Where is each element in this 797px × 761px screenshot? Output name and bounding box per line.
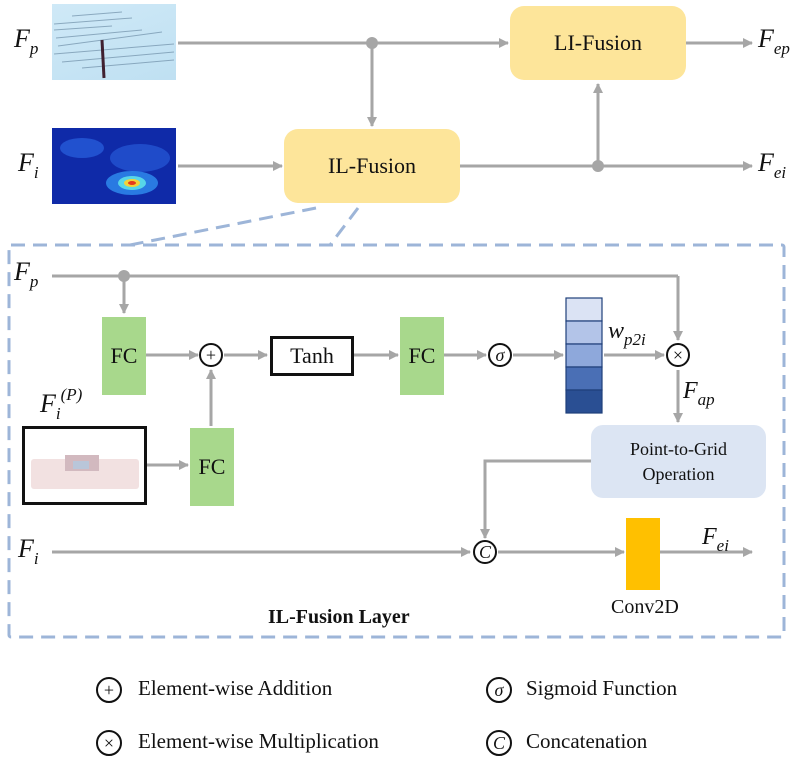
concatenation-operator: C (473, 540, 497, 564)
legend-addition-icon: + (96, 677, 122, 703)
top-fei-label: Fei (758, 148, 787, 182)
conv2d-box (626, 518, 660, 590)
legend-addition-text: Element-wise Addition (138, 676, 333, 700)
weight-vector (565, 297, 603, 414)
fc-box-fused: FC (400, 317, 444, 395)
legend-sigmoid-icon: σ (486, 677, 512, 703)
junction-dot (592, 160, 604, 172)
legend-multiplication-text: Element-wise Multiplication (138, 729, 379, 753)
point-to-grid-box: Point-to-Grid Operation (591, 425, 766, 498)
layer-fp-label: Fp (14, 257, 39, 291)
top-fi-label: Fi (18, 148, 39, 182)
conv2d-label: Conv2D (611, 596, 679, 618)
weight-label: wp2i (608, 318, 646, 349)
weight-cell (565, 297, 603, 322)
fc-box-point: FC (102, 317, 146, 395)
top-fp-label: Fp (14, 24, 39, 58)
p2g-line1: Point-to-Grid (630, 439, 727, 460)
zoom-line (129, 206, 317, 247)
tanh-box: Tanh (270, 336, 354, 376)
weight-cell (565, 366, 603, 391)
legend-multiplication-icon: × (96, 730, 122, 756)
sigmoid-operator: σ (488, 343, 512, 367)
legend-sigmoid-text: Sigmoid Function (526, 676, 678, 700)
addition-operator: + (199, 343, 223, 367)
li-fusion-box: LI-Fusion (510, 6, 686, 80)
fc-box-image: FC (190, 428, 234, 506)
layer-fei-label: Fei (702, 524, 729, 555)
junction-dot (366, 37, 378, 49)
il-fusion-box: IL-Fusion (284, 129, 460, 203)
multiplication-operator: × (666, 343, 690, 367)
junction-dot (118, 270, 130, 282)
point-cloud-image (52, 4, 176, 80)
layer-fi-label: Fi (18, 534, 39, 568)
top-fep-label: Fep (758, 24, 790, 58)
legend-concatenation-icon: C (486, 730, 512, 756)
fap-label: Fap (683, 378, 715, 409)
layer-title: IL-Fusion Layer (268, 606, 410, 628)
p2g-to-concat-arrow (480, 459, 591, 539)
il-fusion-layer-border (7, 243, 786, 639)
weight-cell (565, 389, 603, 414)
weight-cell (565, 320, 603, 345)
p2g-line2: Operation (642, 463, 715, 484)
legend-concatenation-text: Concatenation (526, 729, 648, 753)
projected-image-thumbnail (22, 426, 147, 505)
layer-fip-label: Fi(P) (40, 385, 83, 423)
weight-cell (565, 343, 603, 368)
zoom-line (328, 207, 360, 246)
image-feature-heatmap (52, 128, 176, 204)
